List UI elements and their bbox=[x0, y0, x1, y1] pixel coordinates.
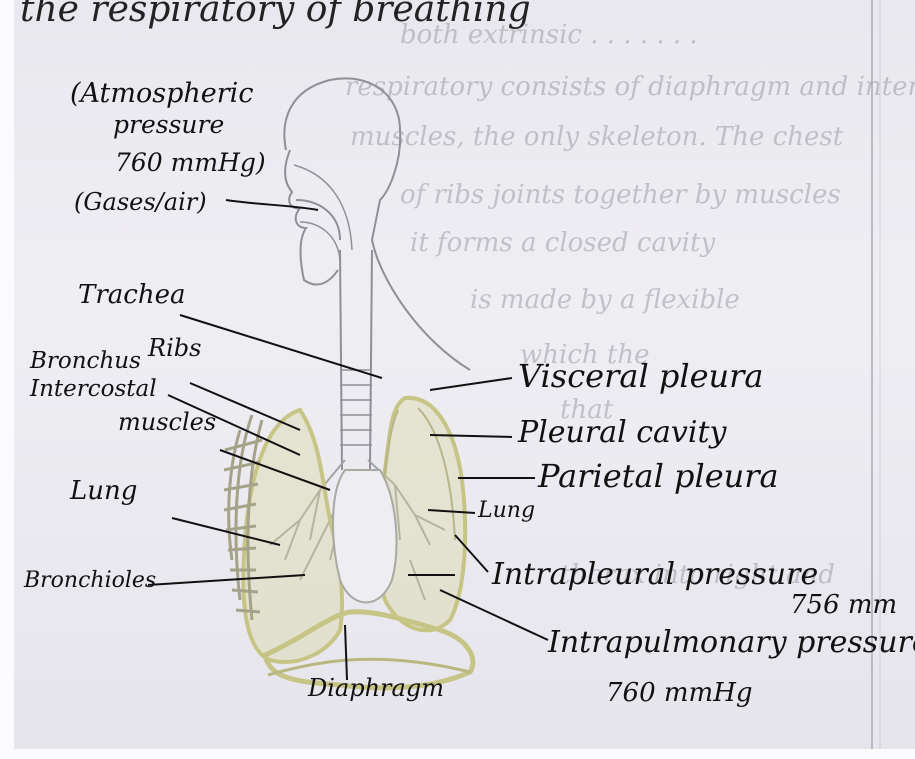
lung-left-label: Lung bbox=[70, 478, 137, 504]
face-profile bbox=[285, 150, 338, 285]
left-edge bbox=[0, 0, 14, 759]
intrapulmonary-label: Intrapulmonary pressure bbox=[548, 628, 915, 658]
atmospheric-label-line3: 760 mmHg) bbox=[115, 150, 266, 175]
trachea-rings bbox=[340, 370, 372, 445]
left-lung bbox=[243, 410, 342, 662]
visceral-pleura-label: Visceral pleura bbox=[518, 360, 763, 392]
intrapleural-value: 756 mm bbox=[790, 592, 897, 618]
intercostal-label-line2: muscles bbox=[118, 410, 216, 434]
trachea-label: Trachea bbox=[78, 282, 185, 308]
bronchus-label: Bronchus bbox=[30, 350, 141, 373]
intrapulmonary-value: 760 mmHg bbox=[606, 680, 753, 706]
bottom-edge bbox=[0, 749, 915, 759]
lung-right-label: Lung bbox=[478, 500, 535, 522]
intercostal-label-line1: Intercostal bbox=[30, 378, 157, 401]
gases-label: (Gases/air) bbox=[74, 190, 207, 214]
atmospheric-label-line2: pressure bbox=[113, 112, 224, 137]
diaphragm-label: Diaphragm bbox=[308, 676, 444, 700]
leader-lines bbox=[148, 200, 548, 680]
ribs-label: Ribs bbox=[148, 336, 201, 360]
pleural-cavity-label: Pleural cavity bbox=[518, 418, 726, 448]
atmospheric-label-line1: (Atmospheric bbox=[70, 80, 253, 107]
intrapleural-label: Intrapleural pressure bbox=[492, 560, 818, 590]
bronchioles-label: Bronchioles bbox=[24, 570, 156, 592]
heart-outline bbox=[333, 470, 396, 603]
parietal-pleura-label: Parietal pleura bbox=[538, 460, 779, 492]
